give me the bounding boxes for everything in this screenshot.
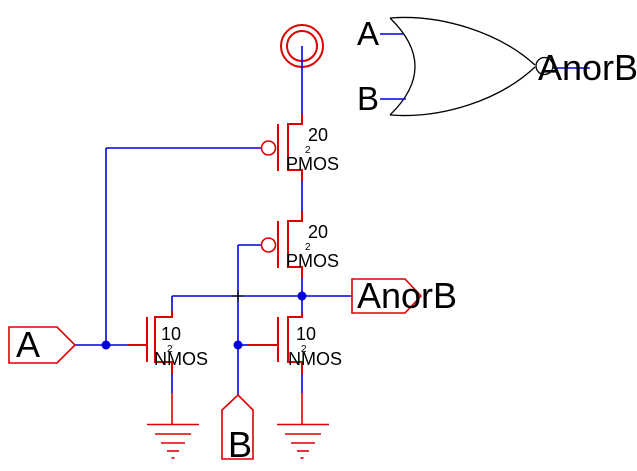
transistor-nmos-left[interactable]: 10 2 NMOS — [128, 311, 208, 374]
model-label: PMOS — [286, 251, 339, 271]
gate-output-label: AnorB — [538, 47, 637, 88]
pin-label: B — [228, 424, 252, 465]
pin-outline — [351, 278, 423, 314]
wires — [75, 46, 352, 395]
channel — [287, 313, 303, 374]
ground-symbol-left[interactable] — [147, 393, 199, 459]
gate-input-a-label: A — [357, 15, 379, 52]
pin-label: AnorB — [357, 275, 457, 316]
or-gate-body — [389, 16, 536, 117]
length-label: 2 — [301, 344, 307, 355]
pin-outline — [8, 326, 77, 364]
gate-input-b-label: B — [357, 80, 379, 117]
gate-bubble-icon — [260, 237, 277, 253]
transistor-pmos-bottom[interactable]: 20 2 PMOS — [260, 211, 340, 278]
model-label: NMOS — [154, 349, 208, 369]
wire-crossing-mark — [232, 290, 244, 302]
length-label: 2 — [167, 344, 173, 355]
width-label: 10 — [296, 324, 316, 344]
width-label: 10 — [161, 324, 181, 344]
nor-gate-symbol[interactable]: A B AnorB — [357, 15, 637, 117]
length-label: 2 — [305, 145, 311, 156]
length-label: 2 — [305, 242, 311, 253]
output-pin-anorb[interactable]: AnorB — [351, 275, 457, 316]
model-label: PMOS — [286, 154, 339, 174]
pin-label: A — [16, 324, 40, 365]
width-label: 20 — [308, 222, 328, 242]
pin-outline — [221, 393, 254, 460]
input-pin-a[interactable]: A — [8, 324, 77, 365]
channel — [287, 114, 303, 181]
channel — [287, 211, 303, 278]
model-label: NMOS — [288, 349, 342, 369]
junction-dot-b — [233, 340, 243, 350]
transistor-pmos-top[interactable]: 20 2 PMOS — [260, 114, 340, 181]
width-label: 20 — [308, 125, 328, 145]
transistor-nmos-right[interactable]: 10 2 NMOS — [248, 313, 342, 374]
junction-dot-output — [297, 291, 307, 301]
gate-bubble-icon — [260, 140, 277, 156]
input-pin-b[interactable]: B — [221, 393, 254, 465]
inversion-bubble-icon — [535, 56, 554, 76]
ground-symbol-right[interactable] — [277, 393, 329, 459]
junction-dot-a — [101, 340, 111, 350]
channel — [154, 311, 173, 374]
